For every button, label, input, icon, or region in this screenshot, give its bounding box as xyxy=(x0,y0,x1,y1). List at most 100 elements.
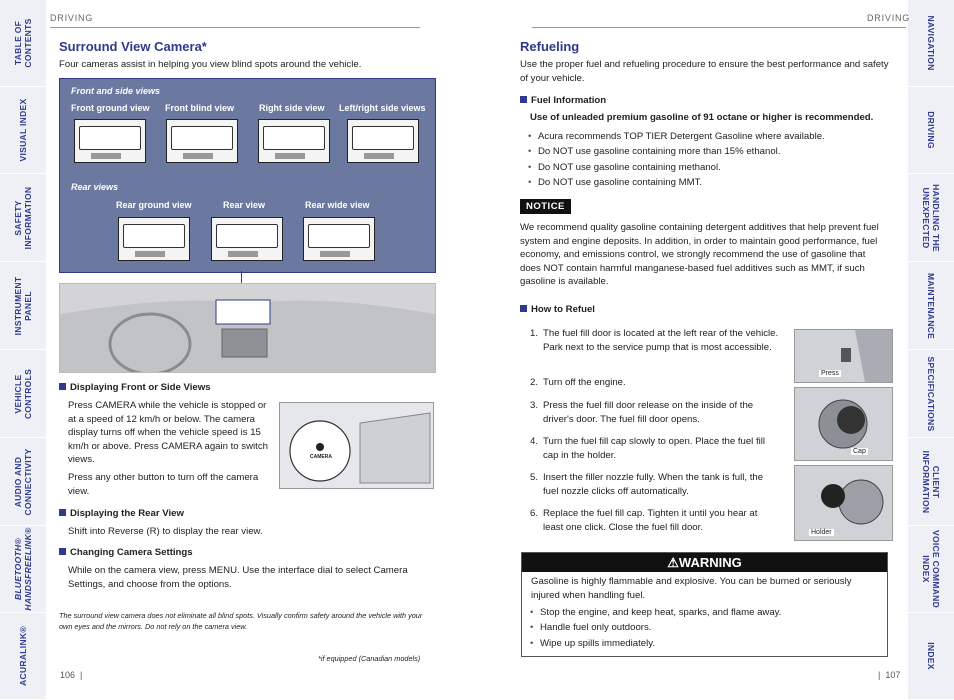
notice-badge: NOTICE xyxy=(520,199,571,214)
tab-index[interactable]: INDEX xyxy=(908,613,954,700)
tab-table-of-contents[interactable]: TABLE OF CONTENTS xyxy=(0,0,46,87)
tab-label: SAFETY INFORMATION xyxy=(13,186,33,249)
page-number-text: 106 xyxy=(60,670,76,680)
step-number: 3. xyxy=(530,400,539,411)
tab-label: SPECIFICATIONS xyxy=(926,356,936,431)
holder-caption: Holder xyxy=(809,529,834,536)
tab-label: ACURALINK® xyxy=(18,626,28,686)
warning-bullet: Wipe up spills immediately. xyxy=(530,636,880,652)
step-text: Turn the fuel fill cap slowly to open. P… xyxy=(543,436,766,461)
tab-label: VOICE COMMAND INDEX xyxy=(921,529,941,609)
warning-triangle-icon: ⚠ xyxy=(667,555,679,570)
tab-navigation[interactable]: NAVIGATION xyxy=(908,0,954,87)
front-blind-view-image xyxy=(166,119,238,163)
rear-wide-view-image xyxy=(303,217,375,261)
press-caption: Press xyxy=(819,370,841,377)
tab-bluetooth-handsfreelink[interactable]: BLUETOOTH® HANDSFREELINK® xyxy=(0,526,46,613)
front-side-views-heading: Front and side views xyxy=(71,86,161,96)
step-number: 4. xyxy=(530,436,539,447)
cap-caption: Cap xyxy=(851,448,868,455)
tab-instrument-panel[interactable]: INSTRUMENT PANEL xyxy=(0,262,46,350)
camera-button-illustration: CAMERA xyxy=(279,402,434,489)
warning-box: ⚠WARNING Gasoline is highly flammable an… xyxy=(521,552,888,657)
step-number: 1. xyxy=(530,328,539,339)
tab-label: VISUAL INDEX xyxy=(18,98,28,162)
tab-maintenance[interactable]: MAINTENANCE xyxy=(908,262,954,350)
tab-label: INSTRUMENT PANEL xyxy=(13,276,33,335)
tab-label: CLIENT INFORMATION xyxy=(921,450,941,513)
tab-handling-unexpected[interactable]: HANDLING THE UNEXPECTED xyxy=(908,174,954,262)
right-tab-column: NAVIGATION DRIVING HANDLING THE UNEXPECT… xyxy=(908,0,954,700)
tab-audio-connectivity[interactable]: AUDIO AND CONNECTIVITY xyxy=(0,438,46,526)
left-tab-column: TABLE OF CONTENTS VISUAL INDEX SAFETY IN… xyxy=(0,0,46,700)
section-title-text: Displaying Front or Side Views xyxy=(70,382,211,393)
left-page-title: Surround View Camera* xyxy=(59,39,207,54)
dashboard-drawing xyxy=(60,299,435,372)
camera-views-panel: Front and side views Front ground view F… xyxy=(59,78,436,273)
fuel-bullet-list: Acura recommends TOP TIER Detergent Gaso… xyxy=(528,129,893,190)
front-ground-view-image xyxy=(74,119,146,163)
tab-specifications[interactable]: SPECIFICATIONS xyxy=(908,350,954,438)
how-to-refuel-title: How to Refuel xyxy=(520,304,595,315)
rear-views-heading: Rear views xyxy=(71,182,119,192)
section-title-text: Fuel Information xyxy=(531,95,607,106)
dashboard-illustration xyxy=(59,283,436,373)
step-number: 6. xyxy=(530,508,539,519)
equipment-footnote: *if equipped (Canadian models) xyxy=(318,654,421,663)
tab-safety-information[interactable]: SAFETY INFORMATION xyxy=(0,174,46,262)
tab-label: BLUETOOTH® HANDSFREELINK® xyxy=(13,527,33,611)
right-running-head: DRIVING xyxy=(867,13,911,23)
left-right-side-views-label: Left/right side views xyxy=(339,103,426,113)
tab-label: TABLE OF CONTENTS xyxy=(13,18,33,68)
front-blind-view-label: Front blind view xyxy=(165,103,234,113)
fuel-recommendation: Use of unleaded premium gasoline of 91 o… xyxy=(530,112,874,123)
tab-voice-command-index[interactable]: VOICE COMMAND INDEX xyxy=(908,526,954,613)
tab-label: MAINTENANCE xyxy=(926,272,936,339)
warning-header: ⚠WARNING xyxy=(522,553,887,572)
step-text: Turn off the engine. xyxy=(543,377,626,388)
right-intro: Use the proper fuel and refueling proced… xyxy=(520,59,889,84)
right-page-title: Refueling xyxy=(520,39,580,54)
camera-settings-section-title: Changing Camera Settings xyxy=(59,547,193,558)
fuel-bullet: Acura recommends TOP TIER Detergent Gaso… xyxy=(528,129,893,145)
tab-vehicle-controls[interactable]: VEHICLE CONTROLS xyxy=(0,350,46,438)
rear-view-image xyxy=(211,217,283,261)
fuel-door-release-image: Press xyxy=(794,329,893,383)
step-text: Replace the fuel fill cap. Tighten it un… xyxy=(543,508,758,533)
section-title-text: Changing Camera Settings xyxy=(70,547,193,558)
step-number: 5. xyxy=(530,472,539,483)
left-running-head: DRIVING xyxy=(50,13,94,23)
rear-view-label: Rear view xyxy=(223,200,266,210)
warning-bullet: Handle fuel only outdoors. xyxy=(530,620,880,636)
fuel-bullet: Do NOT use gasoline containing methanol. xyxy=(528,160,893,176)
step-number: 2. xyxy=(530,377,539,388)
camera-button-drawing xyxy=(289,412,431,484)
left-page-number: 106 | xyxy=(60,670,83,680)
section-title-text: Displaying the Rear View xyxy=(70,508,184,519)
warning-text: Gasoline is highly flammable and explosi… xyxy=(531,576,852,601)
rear-ground-view-image xyxy=(118,217,190,261)
tab-acuralink[interactable]: ACURALINK® xyxy=(0,613,46,700)
tab-client-information[interactable]: CLIENT INFORMATION xyxy=(908,438,954,526)
front-side-paragraph-1: Press CAMERA while the vehicle is stoppe… xyxy=(68,400,268,465)
cap-holder-image: Holder xyxy=(794,465,893,541)
camera-button-label: CAMERA xyxy=(310,454,332,460)
warning-title: WARNING xyxy=(678,555,742,570)
rear-wide-view-label: Rear wide view xyxy=(305,200,370,210)
warning-bullet: Stop the engine, and keep heat, sparks, … xyxy=(530,605,880,621)
step-text: Press the fuel fill door release on the … xyxy=(543,400,754,425)
rear-view-section-title: Displaying the Rear View xyxy=(59,508,184,519)
tab-driving[interactable]: DRIVING xyxy=(908,87,954,174)
camera-settings-paragraph: While on the camera view, press MENU. Us… xyxy=(68,565,408,590)
step-text: The fuel fill door is located at the lef… xyxy=(543,328,779,353)
left-right-side-views-image xyxy=(347,119,419,163)
fuel-information-title: Fuel Information xyxy=(520,95,606,106)
front-side-section-title: Displaying Front or Side Views xyxy=(59,382,211,393)
warning-bullet-list: Stop the engine, and keep heat, sparks, … xyxy=(530,605,880,651)
section-title-text: How to Refuel xyxy=(531,304,595,315)
tab-visual-index[interactable]: VISUAL INDEX xyxy=(0,87,46,174)
right-side-view-label: Right side view xyxy=(259,103,325,113)
camera-caution-note: The surround view camera does not elimin… xyxy=(59,611,423,631)
tab-label: INDEX xyxy=(926,642,936,670)
left-intro: Four cameras assist in helping you view … xyxy=(59,59,362,70)
